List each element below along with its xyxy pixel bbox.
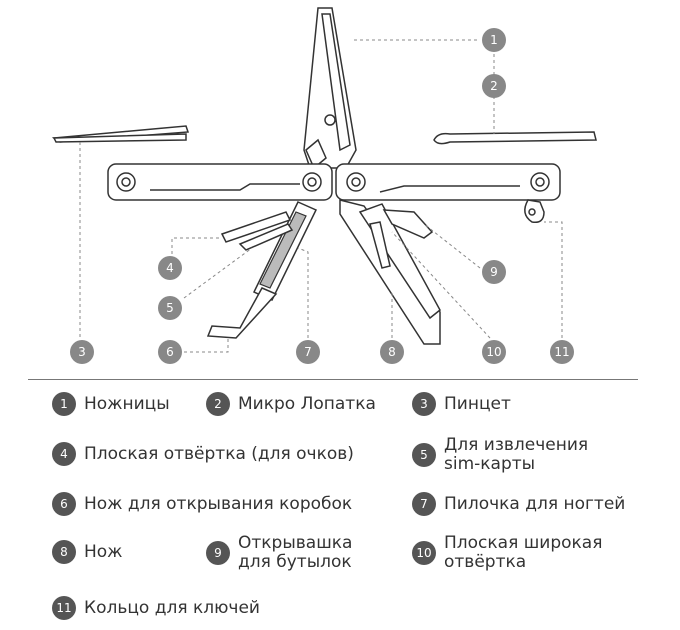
nail-file-drawing <box>252 201 318 301</box>
legend-label: Ножницы <box>84 393 170 414</box>
legend-label: Нож <box>84 541 123 562</box>
legend-label: Микро Лопатка <box>238 393 376 414</box>
legend-badge: 9 <box>206 541 230 565</box>
eyeglass-screwdriver-drawing <box>220 211 292 243</box>
legend-item-7: 7 Пилочка для ногтей <box>412 492 625 516</box>
callout-7: 7 <box>296 340 320 364</box>
legend-item-11: 11 Кольцо для ключей <box>52 596 260 620</box>
legend-badge: 3 <box>412 392 436 416</box>
svg-text:1: 1 <box>490 33 498 47</box>
callout-11: 11 <box>550 340 574 364</box>
legend-badge: 10 <box>412 541 436 565</box>
callout-10: 10 <box>482 340 506 364</box>
legend-badge: 11 <box>52 596 76 620</box>
legend-label: Плоская широкая отвёртка <box>444 533 603 572</box>
legend-label: Для извлечения sim-карты <box>444 435 589 474</box>
legend-item-4: 4 Плоская отвёртка (для очков) <box>52 442 354 466</box>
callout-1: 1 <box>482 28 506 52</box>
legend-item-10: 10 Плоская широкая отвёртка <box>412 534 602 572</box>
svg-text:11: 11 <box>554 345 569 359</box>
legend-item-8: 8 Нож <box>52 540 123 564</box>
tweezers-drawing <box>51 125 190 143</box>
svg-text:4: 4 <box>166 261 174 275</box>
svg-text:7: 7 <box>304 345 312 359</box>
legend-badge: 6 <box>52 492 76 516</box>
svg-text:10: 10 <box>486 345 501 359</box>
legend-badge: 4 <box>52 442 76 466</box>
legend-item-6: 6 Нож для открывания коробок <box>52 492 352 516</box>
key-ring-drawing <box>524 199 545 224</box>
legend-badge: 1 <box>52 392 76 416</box>
scissors-drawing <box>303 7 357 170</box>
wide-screwdriver-drawing <box>369 221 391 269</box>
legend-badge: 5 <box>412 443 436 467</box>
callout-3: 3 <box>70 340 94 364</box>
callout-2: 2 <box>482 74 506 98</box>
legend-item-2: 2 Микро Лопатка <box>206 392 376 416</box>
callout-4: 4 <box>158 256 182 280</box>
svg-text:3: 3 <box>78 345 86 359</box>
spatula-drawing <box>433 131 597 145</box>
right-handle-drawing <box>335 163 561 201</box>
multitool-diagram: 1 2 3 4 5 6 7 8 9 10 11 <box>51 7 597 364</box>
legend-badge: 8 <box>52 540 76 564</box>
legend-item-9: 9 Открывашка для бутылок <box>206 534 352 572</box>
legend-item-3: 3 Пинцет <box>412 392 511 416</box>
legend-badge: 2 <box>206 392 230 416</box>
legend-label: Кольцо для ключей <box>84 597 260 618</box>
callout-6: 6 <box>158 340 182 364</box>
legend-divider <box>28 379 638 380</box>
svg-text:9: 9 <box>490 265 498 279</box>
svg-text:8: 8 <box>388 345 396 359</box>
callout-8: 8 <box>380 340 404 364</box>
callout-9: 9 <box>482 260 506 284</box>
svg-text:6: 6 <box>166 345 174 359</box>
left-handle-drawing <box>107 163 333 201</box>
legend-badge: 7 <box>412 492 436 516</box>
legend-label: Нож для открывания коробок <box>84 493 353 514</box>
callout-5: 5 <box>158 296 182 320</box>
legend-label: Открывашка для бутылок <box>238 533 353 572</box>
legend-item-5: 5 Для извлечения sim-карты <box>412 436 588 474</box>
bottle-opener-drawing <box>382 209 434 239</box>
sim-tool-drawing <box>238 223 294 251</box>
legend-item-1: 1 Ножницы <box>52 392 170 416</box>
legend-label: Плоская отвёртка (для очков) <box>84 443 354 464</box>
svg-text:5: 5 <box>166 301 174 315</box>
svg-text:2: 2 <box>490 79 498 93</box>
legend-label: Пилочка для ногтей <box>444 493 626 514</box>
box-cutter-drawing <box>206 287 278 339</box>
legend-label: Пинцет <box>444 393 511 414</box>
